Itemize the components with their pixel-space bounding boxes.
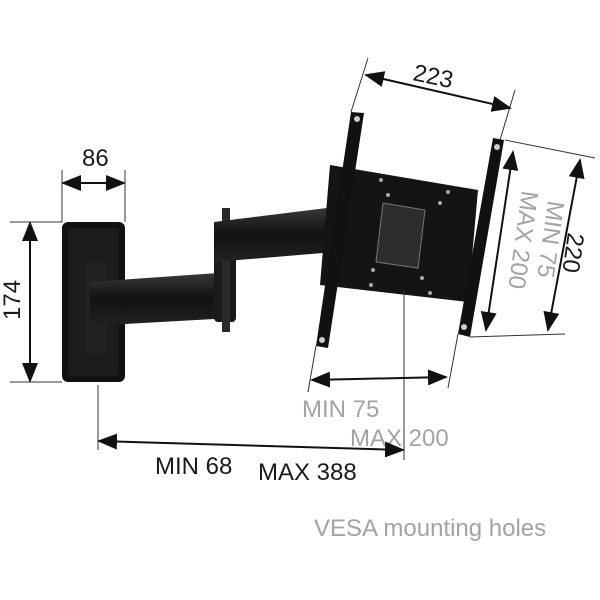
- vesa-bracket: [316, 112, 504, 348]
- caption-vesa-mounting-holes: VESA mounting holes: [314, 515, 546, 542]
- dimension-extension: MIN 68 MAX 388: [97, 385, 405, 486]
- label-86: 86: [82, 145, 109, 172]
- dimension-wall-plate-height: 174: [0, 221, 62, 383]
- label-vesa-horizontal-min: MIN 75: [302, 396, 379, 423]
- label-extension-min: MIN 68: [155, 453, 232, 480]
- dimension-wall-plate-width: 86: [61, 145, 126, 222]
- label-extension-max: MAX 388: [258, 459, 357, 486]
- swing-arm: [85, 207, 335, 354]
- label-220: 220: [556, 231, 588, 274]
- label-174: 174: [0, 280, 26, 320]
- dimension-bracket-width: 223: [350, 57, 516, 141]
- label-223: 223: [411, 59, 456, 94]
- dimension-vesa-vertical: MIN 75 MAX 200: [480, 150, 569, 332]
- dimension-bracket-height: 220: [469, 139, 596, 338]
